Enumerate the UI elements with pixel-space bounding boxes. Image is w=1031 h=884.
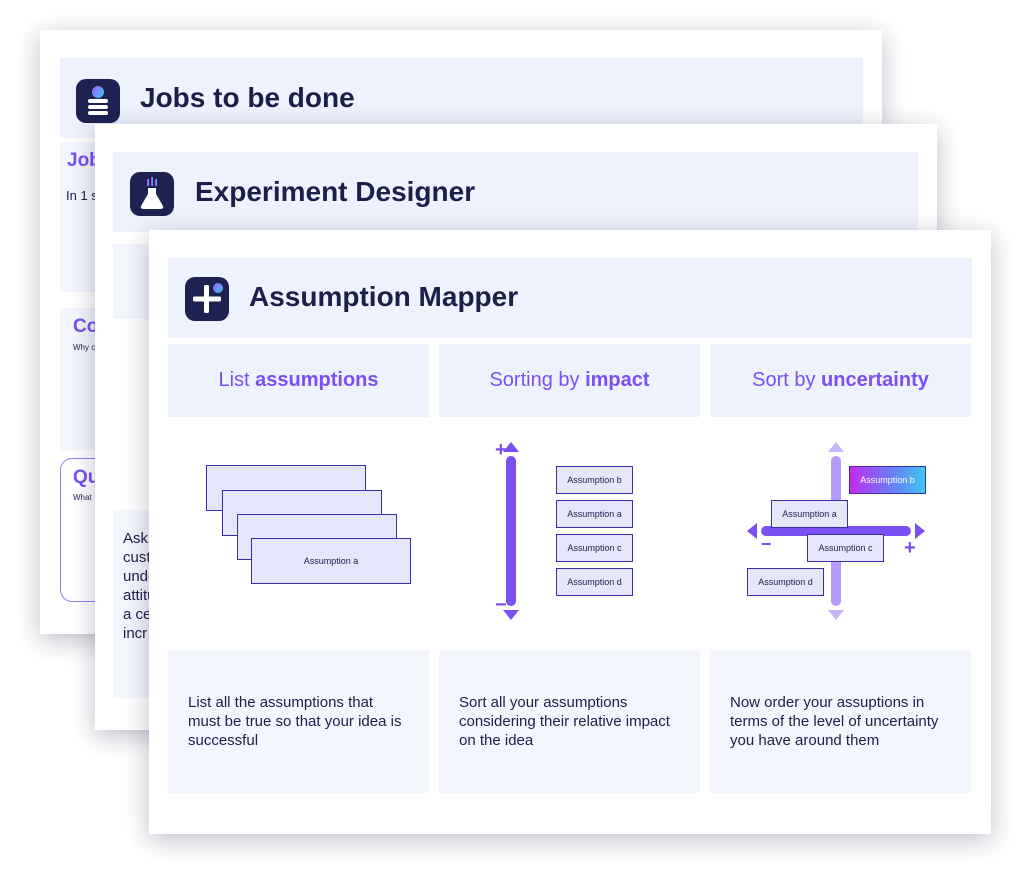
impact-assumption-c: Assumption c	[556, 534, 633, 562]
jobs-section-text: Why c	[73, 343, 96, 352]
experiment-panel	[113, 244, 153, 319]
plus-logo-icon	[185, 277, 229, 321]
heading-emphasis: uncertainty	[821, 369, 929, 391]
plus-icon: +	[495, 439, 507, 461]
jobs-section-heading: Co	[73, 316, 99, 337]
uncertainty-assumption-c: Assumption c	[807, 534, 884, 562]
plus-icon: +	[904, 537, 916, 559]
experiment-panel	[113, 510, 153, 698]
page-title: Assumption Mapper	[249, 281, 519, 312]
jobs-logo-icon	[76, 79, 120, 123]
impact-axis-icon	[503, 442, 519, 620]
jobs-section-text: In 1 s	[66, 188, 98, 203]
page-title: Jobs to be done	[140, 82, 355, 113]
minus-icon: −	[495, 594, 507, 616]
impact-assumption-b: Assumption b	[556, 466, 633, 494]
experiment-text: Asking cust unde attitu a ce incr	[123, 530, 153, 642]
column-description-impact: Sort all your assumptions considering th…	[439, 650, 700, 793]
uncertainty-matrix-icon	[747, 442, 925, 620]
heading-text: Sorting by	[489, 369, 586, 391]
assumption-card-top: Assumption a	[251, 538, 411, 584]
column-heading-impact: Sorting by impact	[439, 344, 700, 417]
column-heading-uncertainty: Sort by uncertainty	[710, 344, 971, 417]
uncertainty-assumption-a: Assumption a	[771, 500, 848, 528]
minus-icon: −	[761, 534, 772, 554]
card-header	[113, 152, 918, 232]
uncertainty-assumption-d: Assumption d	[747, 568, 824, 596]
heading-emphasis: assumptions	[255, 369, 379, 391]
card-assumption-mapper[interactable]: Assumption Mapper List assumptions Sorti…	[149, 230, 991, 834]
heading-text: Sort by	[752, 369, 822, 391]
impact-assumption-d: Assumption d	[556, 568, 633, 596]
jobs-section-text: What	[73, 493, 92, 502]
column-heading-list: List assumptions	[168, 344, 429, 417]
column-description-uncertainty: Now order your assuptions in terms of th…	[710, 650, 971, 793]
jobs-section-heading: Qu	[73, 467, 100, 488]
flask-logo-icon	[130, 172, 174, 216]
jobs-section-heading: Job	[67, 150, 100, 171]
column-description-list: List all the assumptions that must be tr…	[168, 650, 429, 793]
impact-assumption-a: Assumption a	[556, 500, 633, 528]
jobs-panel	[60, 308, 100, 450]
heading-emphasis: impact	[585, 369, 650, 391]
heading-text: List	[218, 369, 256, 391]
jobs-panel	[60, 142, 100, 292]
card-header	[168, 258, 972, 338]
page-title: Experiment Designer	[195, 176, 476, 207]
uncertainty-assumption-b: Assumption b	[849, 466, 926, 494]
